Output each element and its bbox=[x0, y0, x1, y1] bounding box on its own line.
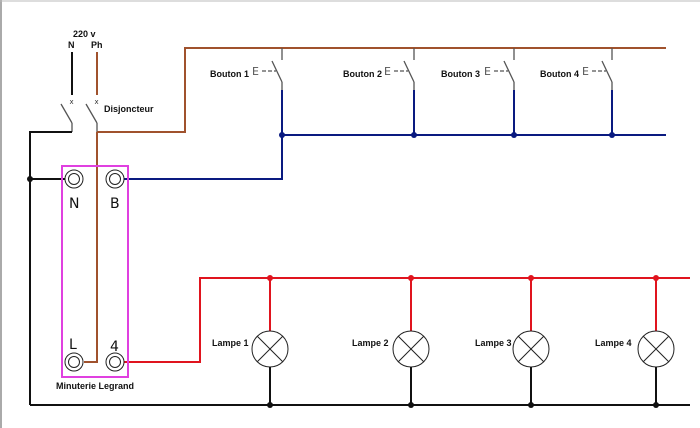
push-button-label: Bouton 4 bbox=[540, 69, 579, 79]
lamp-3: Lampe 3 bbox=[475, 275, 550, 408]
svg-text:N: N bbox=[69, 196, 79, 212]
neutral-junction bbox=[27, 176, 33, 182]
breaker-label: Disjoncteur bbox=[104, 104, 154, 114]
svg-text:L: L bbox=[69, 337, 77, 353]
push-button-label: Bouton 3 bbox=[441, 69, 480, 79]
push-button-label: Bouton 1 bbox=[210, 69, 249, 79]
timer-box bbox=[61, 165, 129, 378]
push-button-symbol: E bbox=[384, 65, 391, 78]
svg-text:4: 4 bbox=[110, 339, 119, 355]
voltage-label: 220 v bbox=[73, 29, 96, 39]
push-button-symbol: E bbox=[582, 65, 589, 78]
lamps: Lampe 1 Lampe 2 Lampe 3 Lampe 4 bbox=[212, 275, 675, 408]
terminal-n: N bbox=[64, 169, 84, 212]
push-button-3: E Bouton 3 bbox=[441, 48, 517, 138]
push-button-symbol: E bbox=[252, 65, 259, 78]
lamp-feed-wiring bbox=[123, 277, 690, 363]
lamp-label: Lampe 2 bbox=[352, 338, 389, 348]
lamp-label: Lampe 3 bbox=[475, 338, 512, 348]
lamp-4: Lampe 4 bbox=[595, 275, 675, 408]
phase-label: Ph bbox=[91, 40, 103, 50]
neutral-label: N bbox=[68, 40, 75, 50]
svg-text:x: x bbox=[70, 98, 74, 106]
svg-text:B: B bbox=[110, 196, 120, 212]
push-button-control-wiring bbox=[123, 134, 666, 180]
phase-supply: x bbox=[84, 47, 666, 363]
lamp-1: Lampe 1 bbox=[212, 275, 289, 408]
terminal-l: L bbox=[64, 337, 84, 372]
timer-label: Minuterie Legrand bbox=[56, 381, 134, 391]
lamp-label: Lampe 1 bbox=[212, 338, 249, 348]
svg-text:x: x bbox=[95, 98, 99, 106]
lamp-label: Lampe 4 bbox=[595, 338, 632, 348]
neutral-supply: x bbox=[29, 52, 74, 405]
push-button-label: Bouton 2 bbox=[343, 69, 382, 79]
terminal-b: B bbox=[105, 169, 125, 212]
push-button-symbol: E bbox=[484, 65, 491, 78]
terminal-4: 4 bbox=[105, 339, 125, 372]
lamp-2: Lampe 2 bbox=[352, 275, 430, 408]
